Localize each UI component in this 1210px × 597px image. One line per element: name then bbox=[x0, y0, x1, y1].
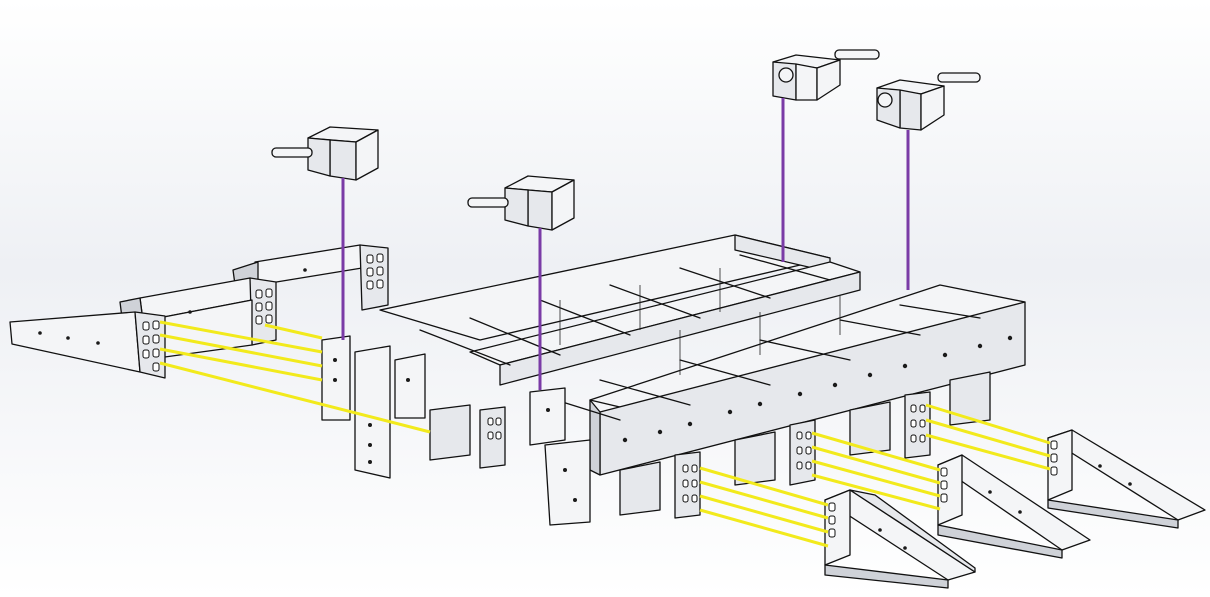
bolt-line bbox=[811, 459, 941, 498]
bracket-slot-column bbox=[142, 320, 160, 372]
right-bracket-middle bbox=[937, 454, 1091, 559]
bracket-slot-column bbox=[940, 467, 948, 503]
bolt-line bbox=[925, 418, 1051, 458]
bolt-line bbox=[811, 431, 941, 472]
right-bracket-back bbox=[1047, 429, 1206, 529]
bracket-slot-column bbox=[366, 253, 384, 290]
cross-members bbox=[419, 254, 981, 421]
bolt-alignment-lines bbox=[159, 320, 1051, 548]
bracket-slot-column bbox=[1050, 440, 1058, 476]
bolt-line bbox=[159, 320, 323, 354]
bolt-block-icon bbox=[271, 126, 379, 181]
bolt-line bbox=[159, 333, 323, 368]
leg-slot-columns bbox=[487, 404, 926, 503]
middle-rail-face bbox=[499, 271, 861, 386]
bolt-line bbox=[264, 323, 323, 340]
bolt-line bbox=[811, 473, 941, 511]
bolt-block-icon bbox=[876, 72, 981, 131]
bolt-line bbox=[699, 480, 829, 520]
bolt-line bbox=[699, 508, 829, 548]
bolt-block-icon bbox=[772, 49, 880, 101]
left-end-plate bbox=[321, 335, 426, 479]
left-bracket-back bbox=[232, 244, 389, 311]
bolt-line bbox=[699, 494, 829, 534]
right-bracket-front bbox=[824, 489, 976, 589]
drop-alignment-lines bbox=[341, 98, 910, 390]
left-bracket-front bbox=[9, 311, 166, 379]
bolt-line bbox=[159, 361, 431, 434]
bracket-slot-column bbox=[828, 502, 836, 538]
bolt-line bbox=[925, 403, 1051, 445]
bracket-slot-column bbox=[255, 288, 273, 325]
front-rail-holes bbox=[622, 335, 1013, 443]
bolt-line bbox=[159, 347, 323, 382]
bolt-line bbox=[811, 445, 941, 485]
main-frame bbox=[321, 234, 1026, 526]
middle-end-plate bbox=[529, 387, 591, 526]
bolt-line bbox=[699, 466, 829, 507]
bolt-line bbox=[925, 433, 1051, 471]
bolt-block-icon bbox=[467, 175, 575, 231]
